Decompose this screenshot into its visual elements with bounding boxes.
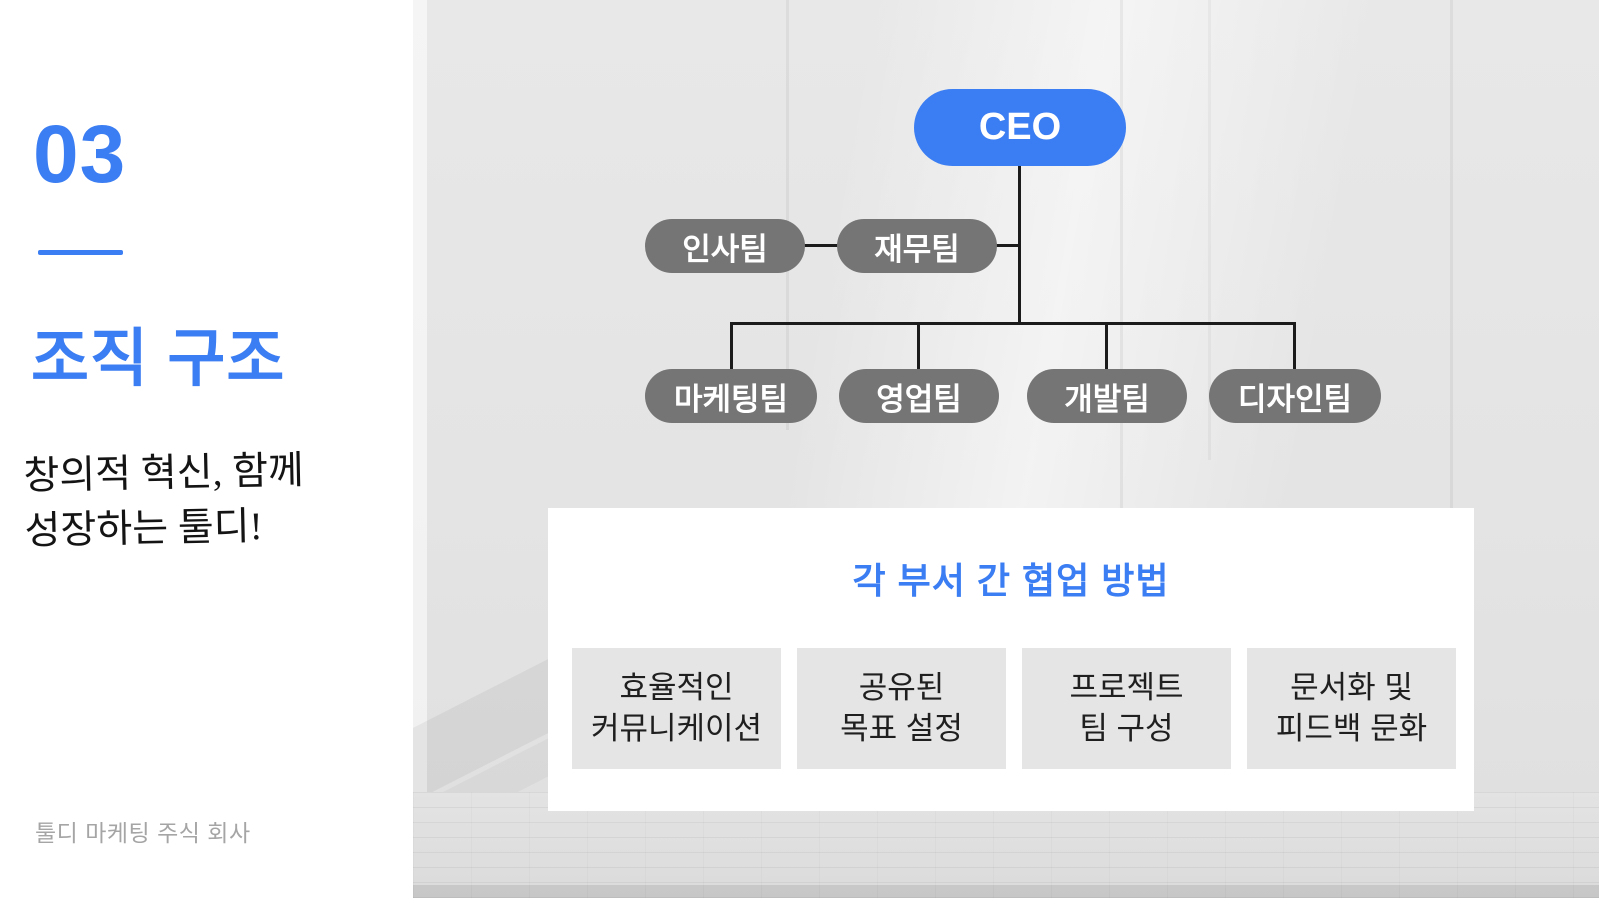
floor-edge-shadow <box>413 885 1599 898</box>
collab-item-line-2: 피드백 문화 <box>1275 710 1428 746</box>
collab-item-line-2: 목표 설정 <box>840 710 963 746</box>
node-ceo: CEO <box>914 89 1126 166</box>
collab-item-communication: 효율적인 커뮤니케이션 <box>572 648 781 769</box>
connector-staff-left <box>803 244 839 247</box>
page-title: 조직 구조 <box>31 324 286 394</box>
connector-row-horizontal <box>730 322 1296 325</box>
tagline-line-1: 창의적 혁신, 함께 <box>22 449 305 498</box>
collaboration-panel: 각 부서 간 협업 방법 효율적인 커뮤니케이션 공유된 목표 설정 프로젝트 … <box>548 508 1474 811</box>
collab-item-shared-goals: 공유된 목표 설정 <box>797 648 1006 769</box>
collaboration-title: 각 부서 간 협업 방법 <box>852 560 1170 601</box>
node-sales-team: 영업팀 <box>839 369 999 423</box>
company-footer: 툴디 마케팅 주식 회사 <box>35 820 251 846</box>
collab-item-line-2: 팀 구성 <box>1079 710 1174 746</box>
node-dev-team: 개발팀 <box>1027 369 1187 423</box>
ceiling-seam <box>786 0 789 430</box>
connector-drop-dev <box>1105 324 1108 370</box>
connector-staff-right <box>995 244 1021 247</box>
connector-drop-design <box>1293 324 1296 370</box>
node-design-team: 디자인팀 <box>1209 369 1381 423</box>
collab-item-line-1: 효율적인 <box>619 669 734 705</box>
connector-drop-sales <box>917 324 920 370</box>
collab-item-line-1: 공유된 <box>858 669 945 705</box>
node-marketing-team: 마케팅팀 <box>645 369 817 423</box>
node-finance-team: 재무팀 <box>837 219 997 273</box>
ceiling-seam <box>1120 0 1123 508</box>
handwritten-tagline: 창의적 혁신, 함께 성장하는 툴디! <box>23 443 306 560</box>
section-divider <box>38 250 123 255</box>
connector-drop-marketing <box>730 324 733 370</box>
collab-item-line-1: 문서화 및 <box>1290 669 1413 705</box>
node-hr-team: 인사팀 <box>645 219 805 273</box>
ceiling-seam <box>1450 0 1453 508</box>
background-highlight <box>413 0 427 898</box>
collab-item-line-1: 프로젝트 <box>1069 669 1184 705</box>
section-number: 03 <box>33 109 127 200</box>
tagline-line-2: 성장하는 툴디! <box>24 505 264 554</box>
collab-item-project-teams: 프로젝트 팀 구성 <box>1022 648 1231 769</box>
collab-item-line-2: 커뮤니케이션 <box>590 710 763 746</box>
collab-item-documentation-feedback: 문서화 및 피드백 문화 <box>1247 648 1456 769</box>
sidebar: 03 조직 구조 창의적 혁신, 함께 성장하는 툴디! 툴디 마케팅 주식 회… <box>0 0 413 898</box>
